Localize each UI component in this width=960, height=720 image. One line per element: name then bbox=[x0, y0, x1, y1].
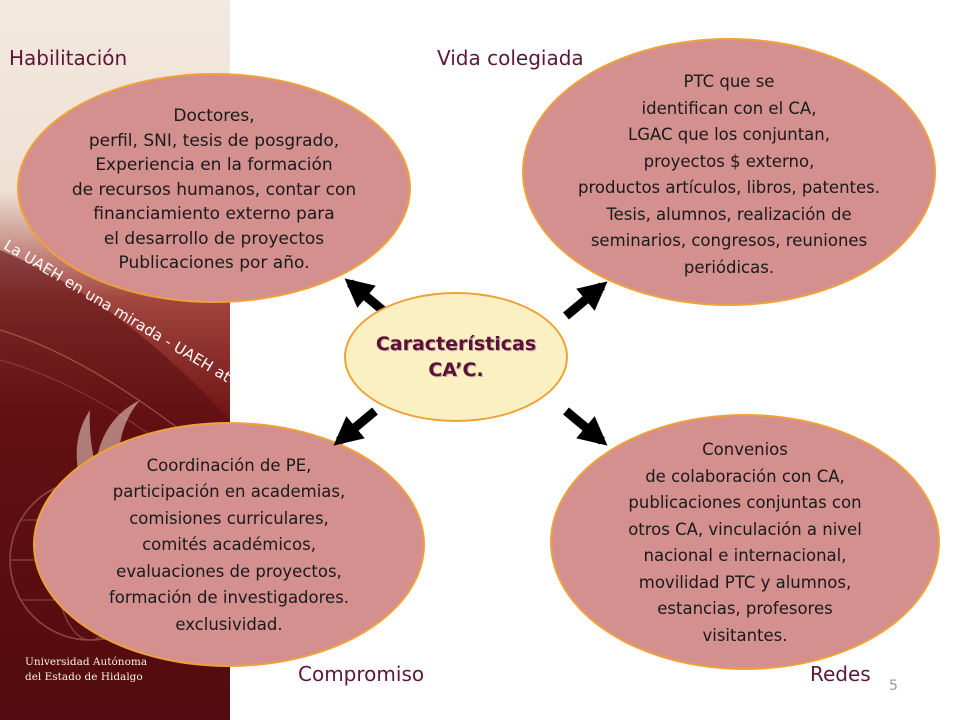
habilitacion-line: perfil, SNI, tesis de posgrado, bbox=[88, 130, 340, 151]
habilitacion-line: Publicaciones por año. bbox=[118, 253, 310, 274]
vida-colegiada-line: productos artículos, libros, patentes. bbox=[577, 178, 880, 197]
redes-line: publicaciones conjuntas con bbox=[628, 493, 862, 512]
compromiso-ellipse: Coordinación de PE, participación en aca… bbox=[33, 422, 425, 667]
label-habilitacion: Habilitación bbox=[9, 46, 128, 70]
center-title: Características bbox=[375, 333, 537, 355]
vida-colegiada-line: identifican con el CA, bbox=[641, 98, 817, 118]
habilitacion-line: Experiencia en la formación bbox=[95, 155, 333, 176]
redes-line: nacional e internacional, bbox=[643, 546, 847, 565]
compromiso-line: exclusividad. bbox=[175, 614, 283, 634]
label-redes: Redes bbox=[810, 662, 871, 686]
vida-colegiada-ellipse: PTC que se identifican con el CA, LGAC q… bbox=[522, 38, 936, 306]
redes-line: de colaboración con CA, bbox=[645, 466, 845, 486]
habilitacion-line: de recursos humanos, contar con bbox=[71, 179, 357, 200]
vida-colegiada-line: Tesis, alumnos, realización de bbox=[606, 204, 852, 224]
center-ellipse: Características CA’C. bbox=[344, 292, 568, 422]
redes-ellipse: Convenios de colaboración con CA, public… bbox=[550, 414, 940, 670]
habilitacion-ellipse: Doctores, perfil, SNI, tesis de posgrado… bbox=[17, 73, 411, 303]
vida-colegiada-line: PTC que se bbox=[683, 72, 775, 91]
arrow-to-compromiso bbox=[333, 407, 378, 446]
redes-line: visitantes. bbox=[702, 625, 788, 645]
compromiso-line: participación en academias, bbox=[112, 482, 346, 502]
vida-colegiada-line: periódicas. bbox=[683, 257, 775, 277]
compromiso-line: comisiones curriculares, bbox=[129, 508, 329, 528]
compromiso-line: formación de investigadores. bbox=[108, 588, 350, 608]
redes-line: estancias, profesores bbox=[657, 599, 833, 618]
label-vida-colegiada: Vida colegiada bbox=[437, 46, 584, 70]
compromiso-line: comités académicos, bbox=[142, 535, 316, 555]
redes-line: movilidad PTC y alumnos, bbox=[638, 572, 852, 592]
compromiso-line: evaluaciones de proyectos, bbox=[116, 561, 342, 581]
university-name: Universidad Autónoma del Estado de Hidal… bbox=[25, 655, 147, 685]
vida-colegiada-line: proyectos $ externo, bbox=[643, 151, 815, 171]
vida-colegiada-line: seminarios, congresos, reuniones bbox=[590, 231, 868, 250]
university-line-2: del Estado de Hidalgo bbox=[25, 671, 143, 683]
redes-line: Convenios bbox=[702, 440, 788, 459]
habilitacion-line: Doctores, bbox=[173, 106, 255, 127]
habilitacion-line: financiamiento externo para bbox=[93, 204, 335, 225]
compromiso-line: Coordinación de PE, bbox=[146, 455, 312, 475]
arrow-to-redes bbox=[563, 407, 608, 446]
page-number: 5 bbox=[889, 678, 898, 694]
center-subtitle: CA’C. bbox=[428, 359, 484, 381]
vida-colegiada-line: LGAC que los conjuntan, bbox=[628, 125, 830, 144]
arrow-to-vida-colegiada bbox=[563, 281, 608, 320]
redes-line: otros CA, vinculación a nivel bbox=[628, 519, 862, 539]
habilitacion-line: el desarrollo de proyectos bbox=[103, 228, 325, 249]
label-compromiso: Compromiso bbox=[298, 662, 425, 686]
university-line-1: Universidad Autónoma bbox=[25, 656, 148, 668]
